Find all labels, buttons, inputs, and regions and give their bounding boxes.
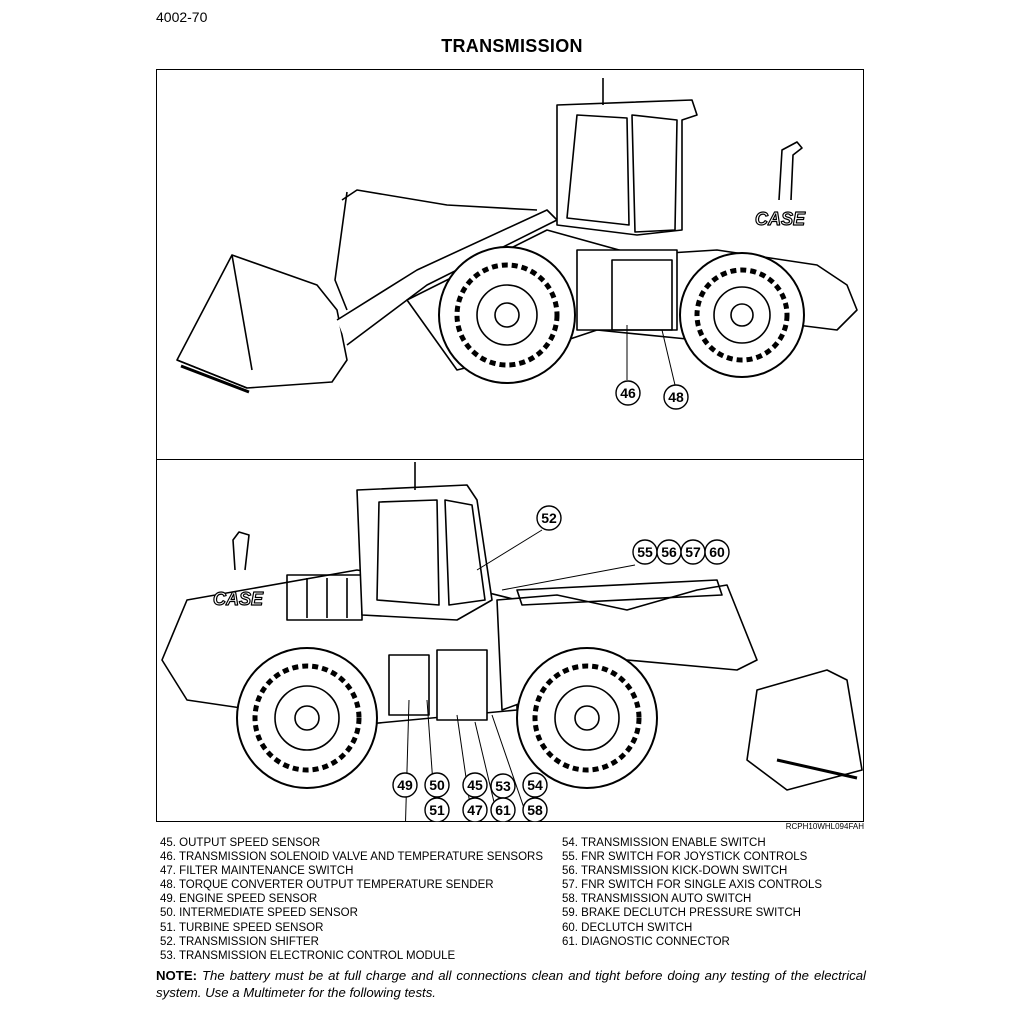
- callout-60: 60: [704, 539, 730, 565]
- svg-text:54: 54: [527, 777, 543, 793]
- svg-text:51: 51: [429, 802, 445, 818]
- svg-text:52: 52: [541, 510, 557, 526]
- legend-item-48: 48. TORQUE CONVERTER OUTPUT TEMPERATURE …: [160, 879, 494, 892]
- callout-46: 46: [615, 380, 641, 406]
- transmission-figure: CASE 46: [156, 69, 864, 822]
- callout-56: 56: [656, 539, 682, 565]
- svg-text:60: 60: [709, 544, 725, 560]
- panel-divider: [157, 459, 863, 460]
- page-title: TRANSMISSION: [441, 36, 583, 56]
- loader-left-side-illustration: CASE 46: [176, 78, 858, 410]
- legend-item-51: 51. TURBINE SPEED SENSOR: [160, 921, 324, 934]
- top-view-panel: CASE 46: [157, 70, 863, 459]
- legend-item-59: 59. BRAKE DECLUTCH PRESSURE SWITCH: [562, 907, 801, 920]
- legend-item-52: 52. TRANSMISSION SHIFTER: [160, 935, 319, 948]
- note-paragraph: NOTE: The battery must be at full charge…: [156, 968, 866, 1001]
- svg-text:46: 46: [620, 385, 636, 401]
- callout-61: 61: [490, 797, 516, 822]
- svg-text:61: 61: [495, 802, 511, 818]
- legend-item-50: 50. INTERMEDIATE SPEED SENSOR: [160, 907, 358, 920]
- callout-47: 47: [462, 797, 488, 822]
- callout-57: 57: [680, 539, 706, 565]
- callout-48: 48: [663, 384, 689, 410]
- legend-item-57: 57. FNR SWITCH FOR SINGLE AXIS CONTROLS: [562, 879, 823, 892]
- callout-58: 58: [522, 797, 548, 822]
- svg-text:48: 48: [668, 389, 684, 405]
- callout-45: 45: [462, 772, 488, 798]
- legend-item-46: 46. TRANSMISSION SOLENOID VALVE AND TEMP…: [160, 851, 544, 864]
- case-logo-bottom: CASE: [213, 589, 264, 609]
- loader-right-side-illustration: CASE: [161, 462, 863, 822]
- legend-item-56: 56. TRANSMISSION KICK-DOWN SWITCH: [562, 865, 788, 878]
- note-text: The battery must be at full charge and a…: [156, 968, 866, 1000]
- svg-text:45: 45: [467, 777, 483, 793]
- svg-text:49: 49: [397, 777, 413, 793]
- callout-51: 51: [424, 797, 450, 822]
- svg-text:53: 53: [495, 778, 511, 794]
- legend-item-61: 61. DIAGNOSTIC CONNECTOR: [562, 935, 730, 948]
- legend-item-53: 53. TRANSMISSION ELECTRONIC CONTROL MODU…: [160, 949, 456, 962]
- callout-54: 54: [522, 772, 548, 798]
- legend-item-54: 54. TRANSMISSION ENABLE SWITCH: [562, 837, 766, 849]
- svg-text:50: 50: [429, 777, 445, 793]
- legend-item-49: 49. ENGINE SPEED SENSOR: [160, 893, 318, 906]
- legend-item-60: 60. DECLUTCH SWITCH: [562, 921, 693, 934]
- top-callouts: 46 48: [615, 380, 689, 410]
- svg-text:57: 57: [685, 544, 701, 560]
- legend-right-column: 54. TRANSMISSION ENABLE SWITCH 55. FNR S…: [562, 836, 882, 949]
- page-number: 4002-70: [156, 9, 208, 25]
- svg-text:56: 56: [661, 544, 677, 560]
- bottom-view-panel: CASE: [157, 460, 863, 822]
- svg-text:58: 58: [527, 802, 543, 818]
- callout-55: 55: [632, 539, 658, 565]
- note-label: NOTE:: [156, 968, 198, 983]
- svg-text:55: 55: [637, 544, 653, 560]
- case-logo: CASE: [755, 209, 806, 229]
- legend-item-55: 55. FNR SWITCH FOR JOYSTICK CONTROLS: [562, 851, 808, 864]
- bottom-callouts: 52 55 56 57 60: [392, 505, 730, 822]
- legend-item-45: 45. OUTPUT SPEED SENSOR: [160, 837, 321, 849]
- callout-49: 49: [392, 772, 418, 798]
- legend-item-47: 47. FILTER MAINTENANCE SWITCH: [160, 865, 354, 878]
- legend-item-58: 58. TRANSMISSION AUTO SWITCH: [562, 893, 752, 906]
- svg-text:47: 47: [467, 802, 483, 818]
- callout-52: 52: [536, 505, 562, 531]
- callout-50: 50: [424, 772, 450, 798]
- figure-reference: RCPH10WHL094FAH: [785, 822, 864, 831]
- callout-53: 53: [490, 773, 516, 799]
- legend-left-column: 45. OUTPUT SPEED SENSOR 46. TRANSMISSION…: [160, 836, 560, 963]
